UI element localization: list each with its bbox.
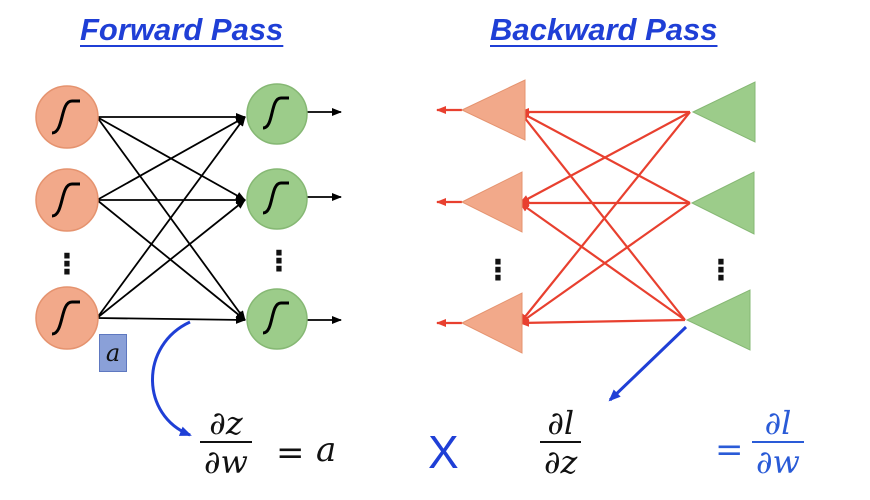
forward-value: a — [316, 430, 337, 470]
backward-edges — [436, 106, 691, 327]
triangle-node-icon — [460, 292, 523, 354]
result-numerator: ∂l — [764, 404, 792, 442]
forward-annotation-arrow — [151, 320, 192, 437]
sigmoid-icon — [51, 300, 80, 336]
ellipsis-output: ··· — [273, 236, 285, 287]
result-equals: = — [715, 430, 744, 470]
input-node-1 — [35, 85, 99, 149]
result-denominator: ∂w — [756, 443, 800, 481]
backward-pass-title: Backward Pass — [490, 12, 718, 47]
forward-pass-title: Forward Pass — [80, 12, 284, 47]
triangle-node-icon — [460, 79, 526, 141]
activation-label: a — [99, 334, 127, 372]
triangle-node-icon — [690, 171, 755, 235]
output-node-1 — [246, 83, 308, 145]
ellipsis-backward-left: ··· — [492, 245, 504, 296]
input-node-2 — [35, 168, 99, 232]
sigmoid-icon — [51, 182, 80, 218]
forward-denominator: ∂w — [204, 443, 248, 481]
result-fraction: ∂l ∂w — [752, 405, 804, 481]
sigmoid-icon — [262, 96, 289, 130]
output-node-2 — [246, 168, 308, 230]
triangle-node-icon — [460, 171, 523, 233]
backward-fraction: ∂l ∂z — [540, 404, 582, 481]
backward-annotation-arrow — [608, 325, 688, 402]
triangle-node-icon — [685, 289, 751, 351]
input-node-3 — [35, 286, 99, 350]
forward-fraction: ∂z ∂w — [200, 405, 252, 481]
sigmoid-icon — [262, 301, 289, 335]
forward-edges — [96, 108, 342, 324]
sigmoid-icon — [262, 181, 289, 215]
forward-equals: = — [276, 433, 305, 473]
output-node-3 — [246, 288, 308, 350]
forward-numerator: ∂z — [209, 404, 243, 442]
ellipsis-backward-right: ··· — [715, 245, 727, 296]
sigmoid-icon — [51, 99, 80, 135]
backward-denominator: ∂z — [544, 443, 578, 481]
backward-numerator: ∂l — [547, 404, 575, 442]
ellipsis-input: ··· — [61, 239, 73, 290]
times-sign: X — [428, 426, 459, 478]
triangle-node-icon — [691, 81, 756, 143]
